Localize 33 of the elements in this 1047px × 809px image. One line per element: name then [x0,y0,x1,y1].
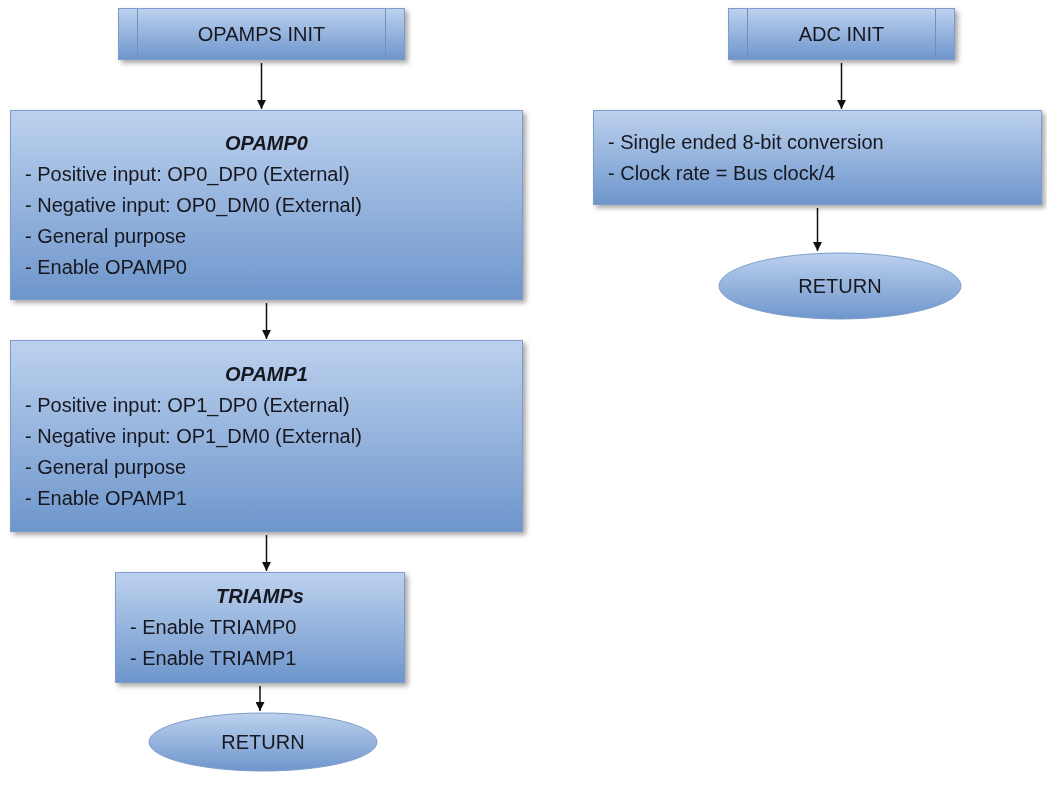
box-text: ADC INIT [798,21,885,47]
process-box [593,110,1042,205]
box-text: RETURN [798,273,882,299]
arrow [813,207,822,252]
terminal-ellipse [148,712,378,772]
process-box [10,110,523,300]
box-text: - Enable OPAMP1 [25,485,187,511]
box-text: OPAMPS INIT [197,21,326,47]
arrow [262,534,271,572]
process-box [10,340,523,532]
box-text: - Positive input: OP1_DP0 (External) [25,392,350,419]
box-heading: OPAMP1 [225,361,308,387]
process-box [115,572,405,683]
arrow [262,302,271,340]
box-text: - Enable TRIAMP1 [130,646,297,671]
box-heading: TRIAMPs [216,584,304,609]
arrow [255,685,265,712]
predefined-process-box [118,8,405,60]
box-text: - Enable TRIAMP0 [130,615,297,640]
predefined-process-box [728,8,955,60]
box-text: - Clock rate = Bus clock/4 [608,160,836,186]
arrow [837,62,846,110]
box-text: - Negative input: OP1_DM0 (External) [25,423,362,450]
box-text: - Enable OPAMP0 [25,254,187,280]
terminal-ellipse [718,252,962,320]
box-heading: OPAMP0 [225,130,308,156]
box-text: - General purpose [25,223,187,249]
box-text: - Positive input: OP0_DP0 (External) [25,161,350,188]
box-text: RETURN [221,729,305,755]
box-text: - General purpose [25,454,187,480]
box-text: - Negative input: OP0_DM0 (External) [25,192,362,219]
box-text: - Single ended 8-bit conversion [608,129,884,155]
arrow [257,62,266,110]
